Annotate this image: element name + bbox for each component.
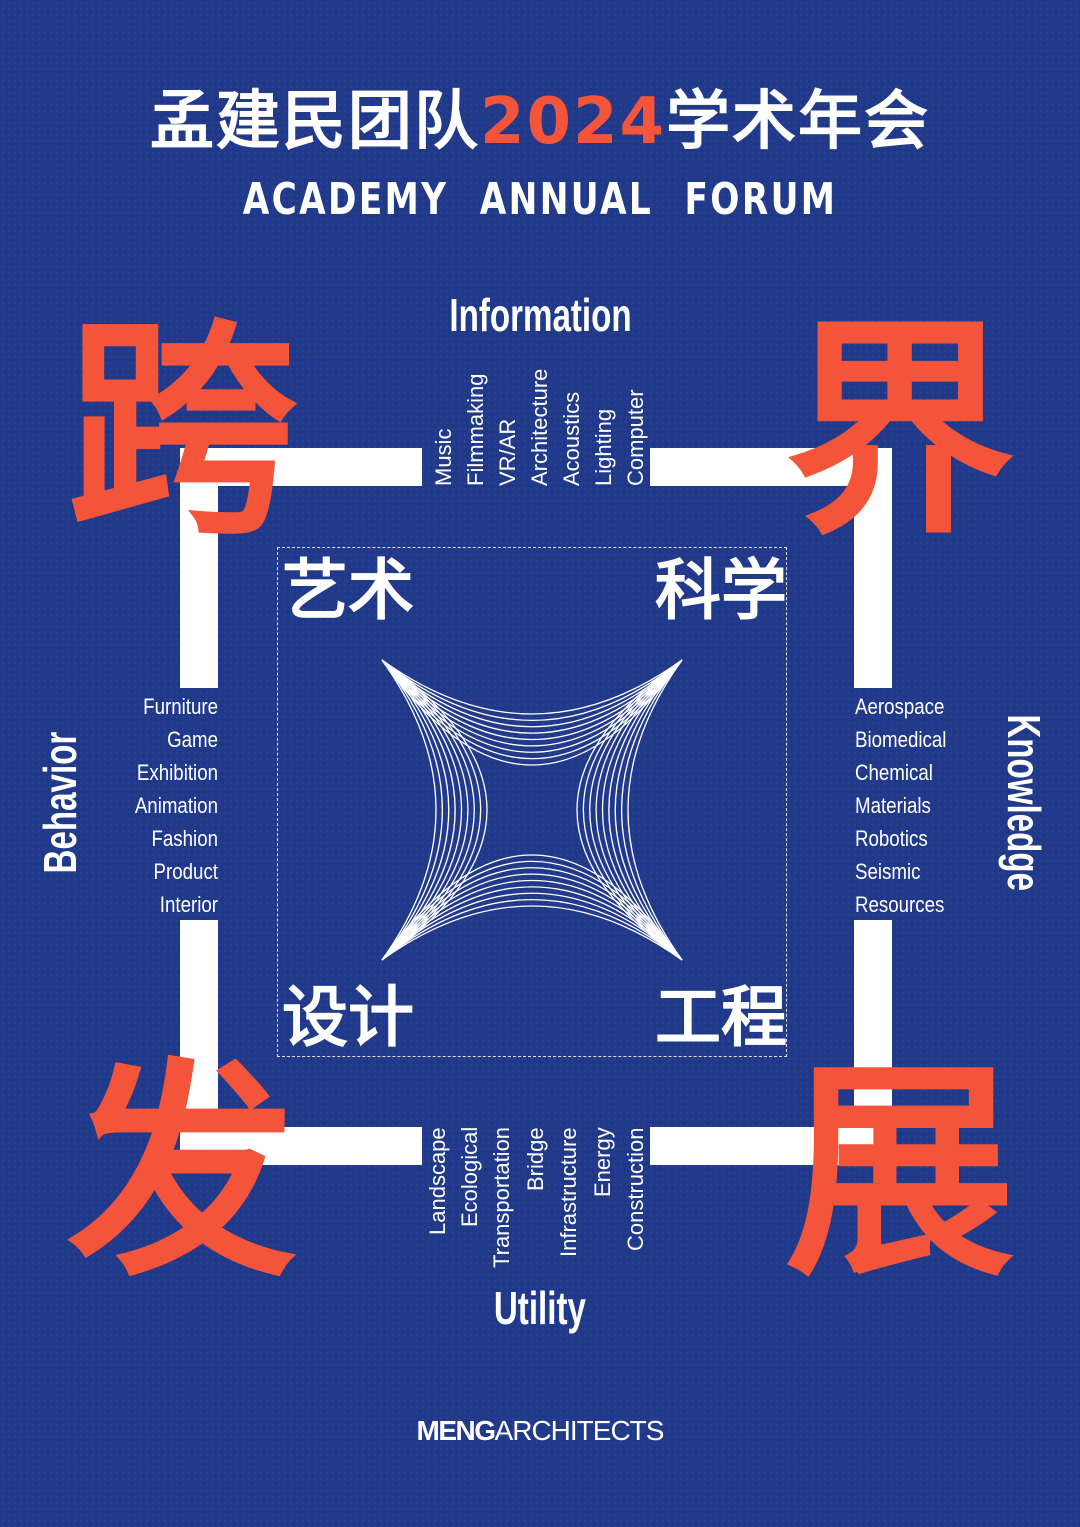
star-curve [381,659,488,961]
star-curve [381,867,683,961]
list-right: Aerospace Biomedical Chemical Materials … [855,690,1005,921]
star-curve [627,659,683,961]
star-curve [381,659,683,766]
star-curve [381,860,683,961]
star-curve [589,659,683,961]
axis-bottom-text: Utility [493,1282,587,1334]
star-curve [381,659,475,961]
star-curve [614,659,683,961]
star-graphic [381,659,683,961]
star-curve [576,659,683,961]
frame-bar-left-top [180,448,218,688]
big-char-bottom-right: 展 [784,1041,1015,1308]
star-curve [381,892,683,961]
list-item: Biomedical [855,727,947,752]
list-item: Materials [855,793,931,818]
quadrant-art: 艺术 [282,552,414,629]
list-item: Aerospace [855,694,945,719]
axis-label-bottom: Utility [390,1280,690,1336]
big-char-top-left: 跨 [66,299,297,566]
frame-bar-left-bottom [180,920,218,1165]
title-english: ACADEMY ANNUAL FORUM [242,174,838,225]
star-curve [381,659,482,961]
list-item: Interior [159,892,218,917]
list-item: Seismic [855,859,921,884]
list-item: Furniture [143,694,218,719]
logo-light: ARCHITECTS [494,1415,665,1446]
frame-bar-right-bottom [854,920,892,1165]
star-curve [381,854,683,961]
title-chinese: 孟建民团队2024学术年会 [0,82,1080,162]
star-curve [381,659,683,753]
frame-bar-bottom-right [650,1127,892,1165]
axis-top-text: Information [448,289,632,341]
logo-bold: MENG [416,1415,497,1446]
dashed-frame [277,547,787,1057]
quadrant-design: 设计 [282,979,414,1056]
star-curve [582,659,683,961]
star-curve [381,659,683,728]
list-item: Robotics [855,826,928,851]
star-curve [381,659,469,961]
axis-label-top: Information [390,287,690,343]
star-curve [381,659,443,961]
star-curve [381,659,683,760]
frame-bar-right-top [854,448,892,688]
list-item: Game [167,727,218,752]
frame-bar-top-left [180,448,422,486]
list-item: Exhibition [136,760,218,785]
star-curve [381,899,683,961]
star-curve [381,659,450,961]
list-item: Animation [134,793,218,818]
list-item: Product [153,859,218,884]
star-curve [621,659,683,961]
title-year: 2024 [479,85,667,159]
big-char-top-right: 界 [784,299,1015,566]
list-item: Fashion [151,826,218,851]
quadrant-engineering: 工程 [655,979,787,1056]
list-item: Resources [855,892,945,917]
list-left: Furniture Game Exhibition Animation Fash… [40,690,218,921]
star-curve [381,905,683,961]
frame-bar-top-right [650,448,892,486]
quadrant-science: 科学 [655,552,787,629]
title-prefix: 孟建民团队 [149,85,480,159]
big-char-bottom-left: 发 [66,1041,297,1308]
list-item: Chemical [855,760,933,785]
frame-bar-bottom-left [180,1127,422,1165]
title-suffix: 学术年会 [666,85,931,159]
logo: MENGARCHITECTS [0,1413,1080,1449]
star-curve [381,659,683,715]
star-curve [381,659,683,721]
star-curve [381,659,437,961]
